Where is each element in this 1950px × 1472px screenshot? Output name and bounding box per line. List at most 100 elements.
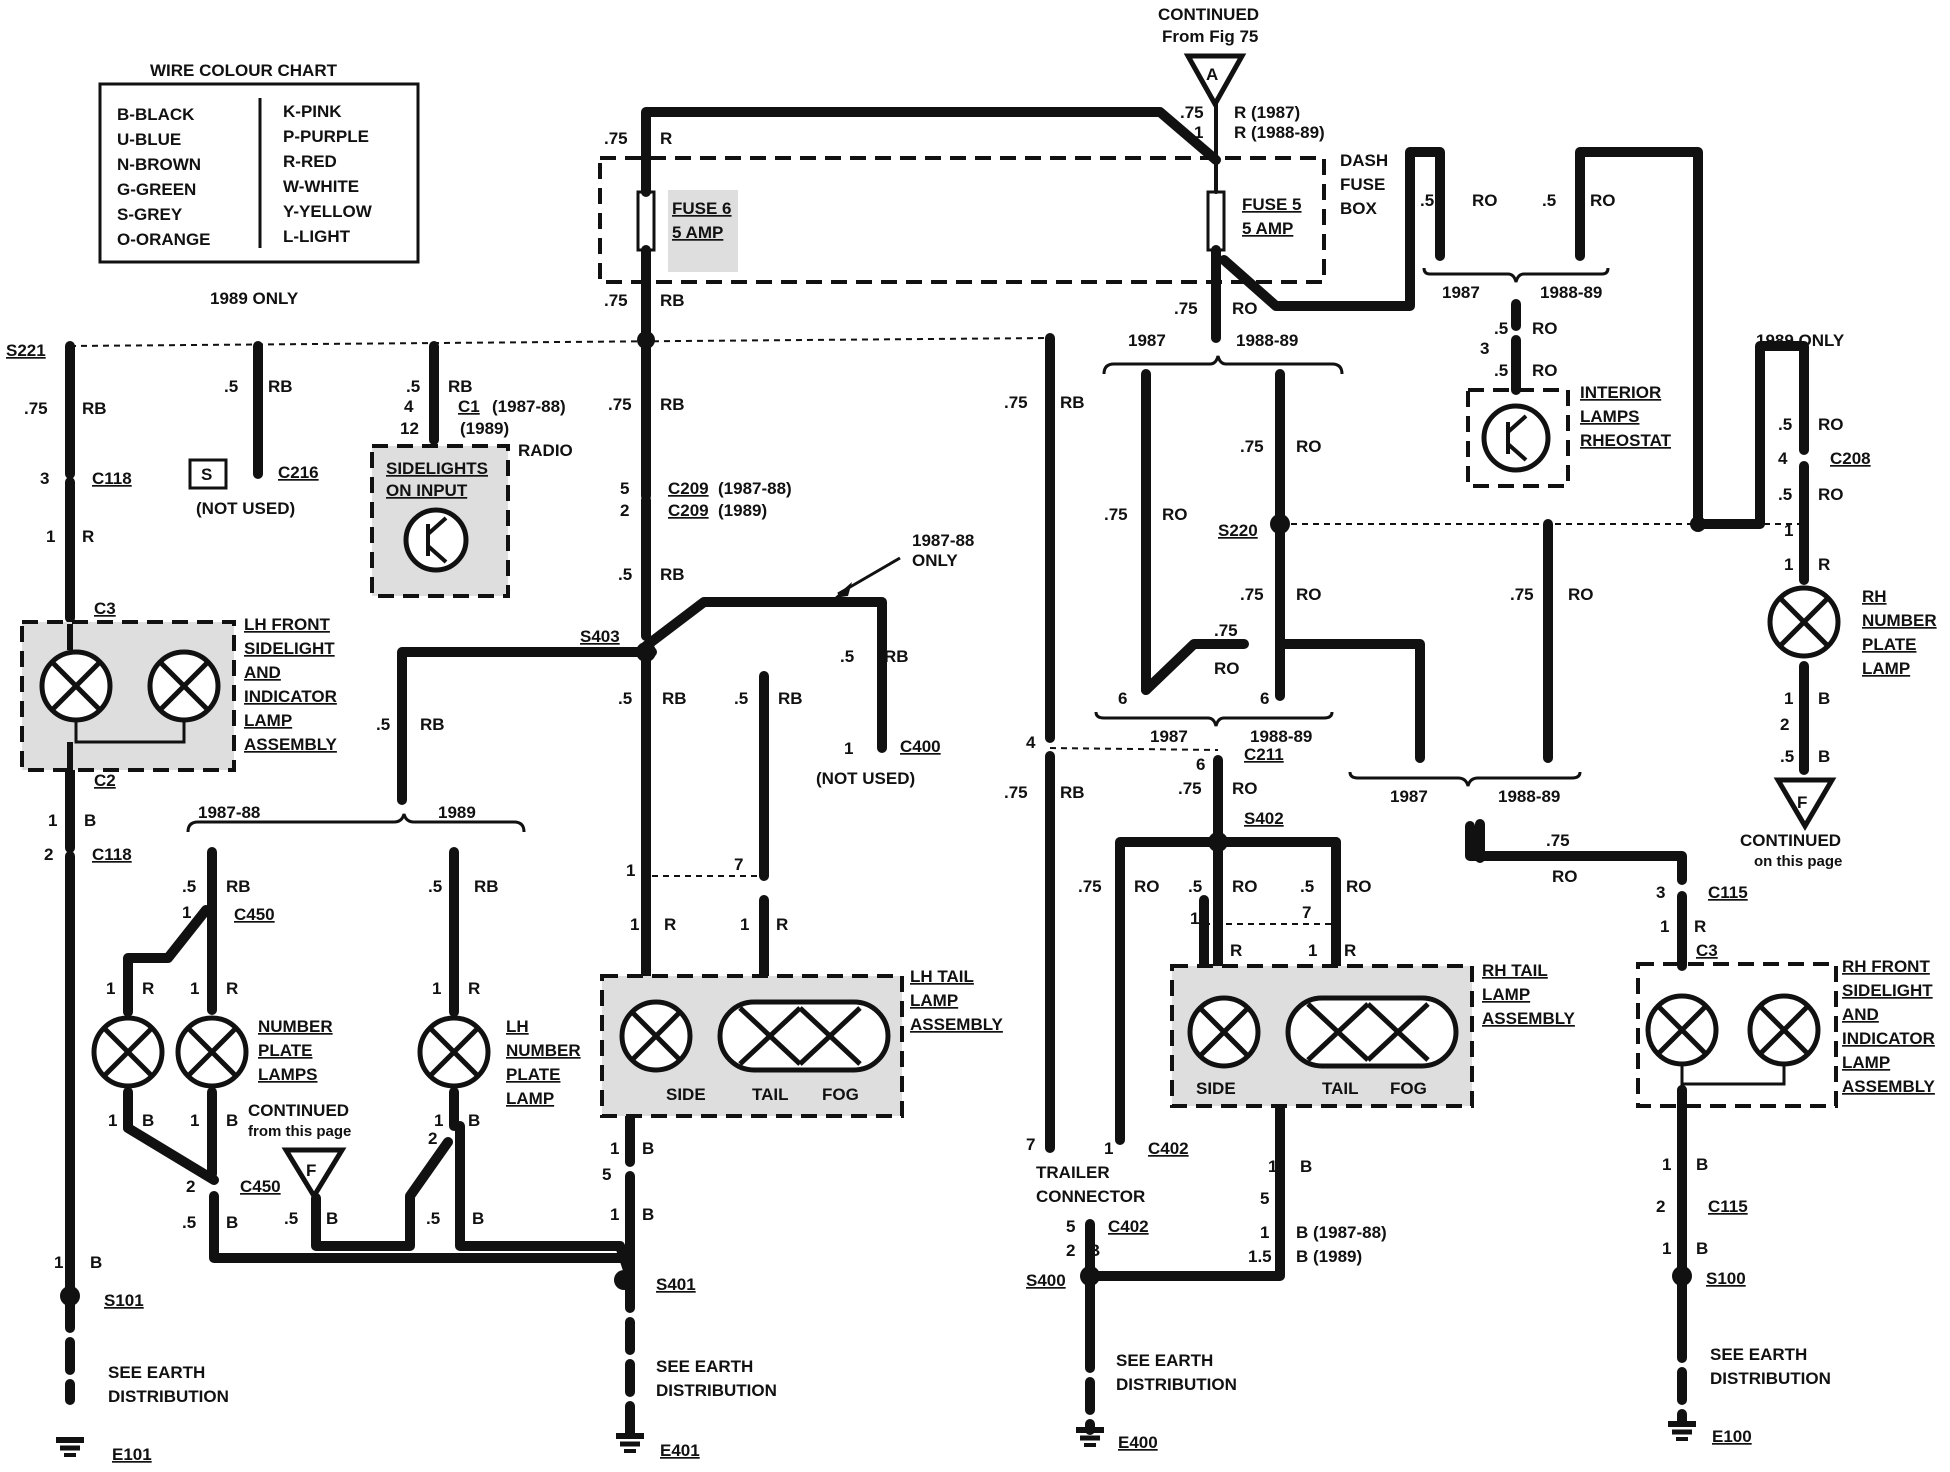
lh-c3-label: C3 bbox=[94, 599, 116, 618]
c1-pin-4: 4 bbox=[404, 397, 414, 416]
s-box bbox=[188, 458, 228, 490]
c211-out-col: RO bbox=[1232, 779, 1258, 798]
c208-out-size: .5 bbox=[1778, 485, 1792, 504]
rb-main-col: RB bbox=[660, 395, 685, 414]
np1-in-col: R bbox=[142, 979, 154, 998]
lh-tail-earth-pin-5: 5 bbox=[602, 1165, 611, 1184]
rh-tail-label-1: RH TAIL bbox=[1482, 961, 1548, 980]
see-earth-e101-2: DISTRIBUTION bbox=[108, 1387, 229, 1406]
colour-grey: S-GREY bbox=[117, 205, 183, 224]
jumper-col: RO bbox=[1214, 659, 1240, 678]
marker-f-on: F bbox=[1797, 793, 1807, 812]
c115-in-size: .75 bbox=[1546, 831, 1570, 850]
colour-black: B-BLACK bbox=[117, 105, 195, 124]
s403-side-size: .5 bbox=[618, 689, 632, 708]
rh-c3-label: C3 bbox=[1696, 941, 1718, 960]
fuse-6-rating: 5 AMP bbox=[672, 223, 723, 242]
rh-plate-in-col: RO bbox=[1818, 415, 1844, 434]
c216-not-used: (NOT USED) bbox=[196, 499, 295, 518]
np1-in-size: 1 bbox=[106, 979, 115, 998]
rh-wire-8889-size: .5 bbox=[1542, 191, 1556, 210]
colour-red: R-RED bbox=[283, 152, 337, 171]
lh-tail-pin-7-top: 7 bbox=[734, 855, 743, 874]
rh-tail-label-2: LAMP bbox=[1482, 985, 1530, 1004]
fuse-6-label: FUSE 6 bbox=[672, 199, 732, 218]
c216-col: RB bbox=[268, 377, 293, 396]
see-earth-e400-1: SEE EARTH bbox=[1116, 1351, 1213, 1370]
s220-down-size: .75 bbox=[1240, 585, 1264, 604]
e101-label: E101 bbox=[112, 1445, 152, 1464]
rh-wire-8889-col: RO bbox=[1590, 191, 1616, 210]
continued-label: CONTINUED bbox=[1158, 5, 1259, 24]
c450-pin-2: 2 bbox=[186, 1177, 195, 1196]
lh-front-in-size: 1 bbox=[46, 527, 55, 546]
s402-tail-size: .5 bbox=[1300, 877, 1314, 896]
lh-tail-tail-size: 1 bbox=[740, 915, 749, 934]
see-earth-e101-1: SEE EARTH bbox=[108, 1363, 205, 1382]
fuse5-brace-1987: 1987 bbox=[1128, 331, 1166, 350]
f5-out-col: RO bbox=[1232, 299, 1258, 318]
rheostat-brace-1987: 1987 bbox=[1442, 283, 1480, 302]
np-brace-8788: 1987-88 bbox=[198, 803, 260, 822]
rh-plate-label-3: PLATE bbox=[1862, 635, 1916, 654]
rh-front-label-3: AND bbox=[1842, 1005, 1879, 1024]
rh-wire-1987-col: RO bbox=[1472, 191, 1498, 210]
rh-plate-b-size: 1 bbox=[1784, 689, 1793, 708]
rh-front-label-5: LAMP bbox=[1842, 1053, 1890, 1072]
s403-tail-size: .5 bbox=[734, 689, 748, 708]
interior-lamps-rheostat bbox=[1466, 299, 1570, 488]
c211-out-size: .75 bbox=[1178, 779, 1202, 798]
c1-year-a: (1987-88) bbox=[492, 397, 566, 416]
lh-tail-side-size: 1 bbox=[630, 915, 639, 934]
c400-feed-size: .5 bbox=[840, 647, 854, 666]
rh-tail-earth-pin-5: 5 bbox=[1260, 1189, 1269, 1208]
f6-in-col: R bbox=[660, 129, 672, 148]
splice-s100 bbox=[1672, 1266, 1692, 1286]
np1-out-col: B bbox=[142, 1111, 154, 1130]
rheostat-transistor-icon bbox=[1481, 403, 1551, 473]
lh-tail-earth-col-2: B bbox=[642, 1205, 654, 1224]
c209-pin-5: 5 bbox=[620, 479, 629, 498]
c450-out-size: .5 bbox=[182, 1213, 196, 1232]
splice-s400 bbox=[1080, 1266, 1100, 1286]
colour-white: W-WHITE bbox=[283, 177, 359, 196]
radio-feed-size: .5 bbox=[406, 377, 420, 396]
lh-tail-label-2: LAMP bbox=[910, 991, 958, 1010]
lh-front-label-4: INDICATOR bbox=[244, 687, 337, 706]
fusebox-label-box: BOX bbox=[1340, 199, 1378, 218]
c118-label-top: C118 bbox=[92, 469, 132, 488]
np2-out-col: B bbox=[226, 1111, 238, 1130]
c402-pin-5: 5 bbox=[1066, 1217, 1075, 1236]
f-from-col: B bbox=[326, 1209, 338, 1228]
wire-colour-chart: WIRE COLOUR CHART B-BLACK U-BLUE N-BROWN… bbox=[98, 61, 420, 264]
np1-out-size: 1 bbox=[108, 1111, 117, 1130]
s220-right-size: .75 bbox=[1510, 585, 1534, 604]
e400-label: E400 bbox=[1118, 1433, 1158, 1452]
rh-plate-r-size: 1 bbox=[1784, 555, 1793, 574]
rh-tail-side-col: R bbox=[1230, 941, 1242, 960]
rh-tail-earth-col-2: B (1989) bbox=[1296, 1247, 1362, 1266]
c115-brace-8889: 1988-89 bbox=[1498, 787, 1560, 806]
s101-label: S101 bbox=[104, 1291, 144, 1310]
np2-in-col: R bbox=[226, 979, 238, 998]
s221-down-col: RB bbox=[82, 399, 107, 418]
lhnp-label-4: LAMP bbox=[506, 1089, 554, 1108]
rh-side-label: SIDE bbox=[1196, 1079, 1236, 1098]
splice-s402 bbox=[1208, 832, 1228, 852]
lh-tail-earth-size: 1 bbox=[610, 1139, 619, 1158]
rheostat-pin-3: 3 bbox=[1480, 339, 1489, 358]
rh-tail-side-size: 1 bbox=[1198, 941, 1207, 960]
s402-trailer-size: .75 bbox=[1078, 877, 1102, 896]
splice-rh-plate-join bbox=[1690, 516, 1706, 532]
np-1989-col: RB bbox=[474, 877, 499, 896]
s220-label: S220 bbox=[1218, 521, 1258, 540]
lh-front-label-2: SIDELIGHT bbox=[244, 639, 335, 658]
c115-brace-1987: 1987 bbox=[1390, 787, 1428, 806]
s220-right-col: RO bbox=[1568, 585, 1594, 604]
c450-label-top: C450 bbox=[234, 905, 275, 924]
lh-tail-earth-col: B bbox=[642, 1139, 654, 1158]
trailer-feed-lower-col: RB bbox=[1060, 783, 1085, 802]
c118-pin-2: 2 bbox=[44, 845, 53, 864]
np2-out-size: 1 bbox=[190, 1111, 199, 1130]
c400-label: C400 bbox=[900, 737, 941, 756]
